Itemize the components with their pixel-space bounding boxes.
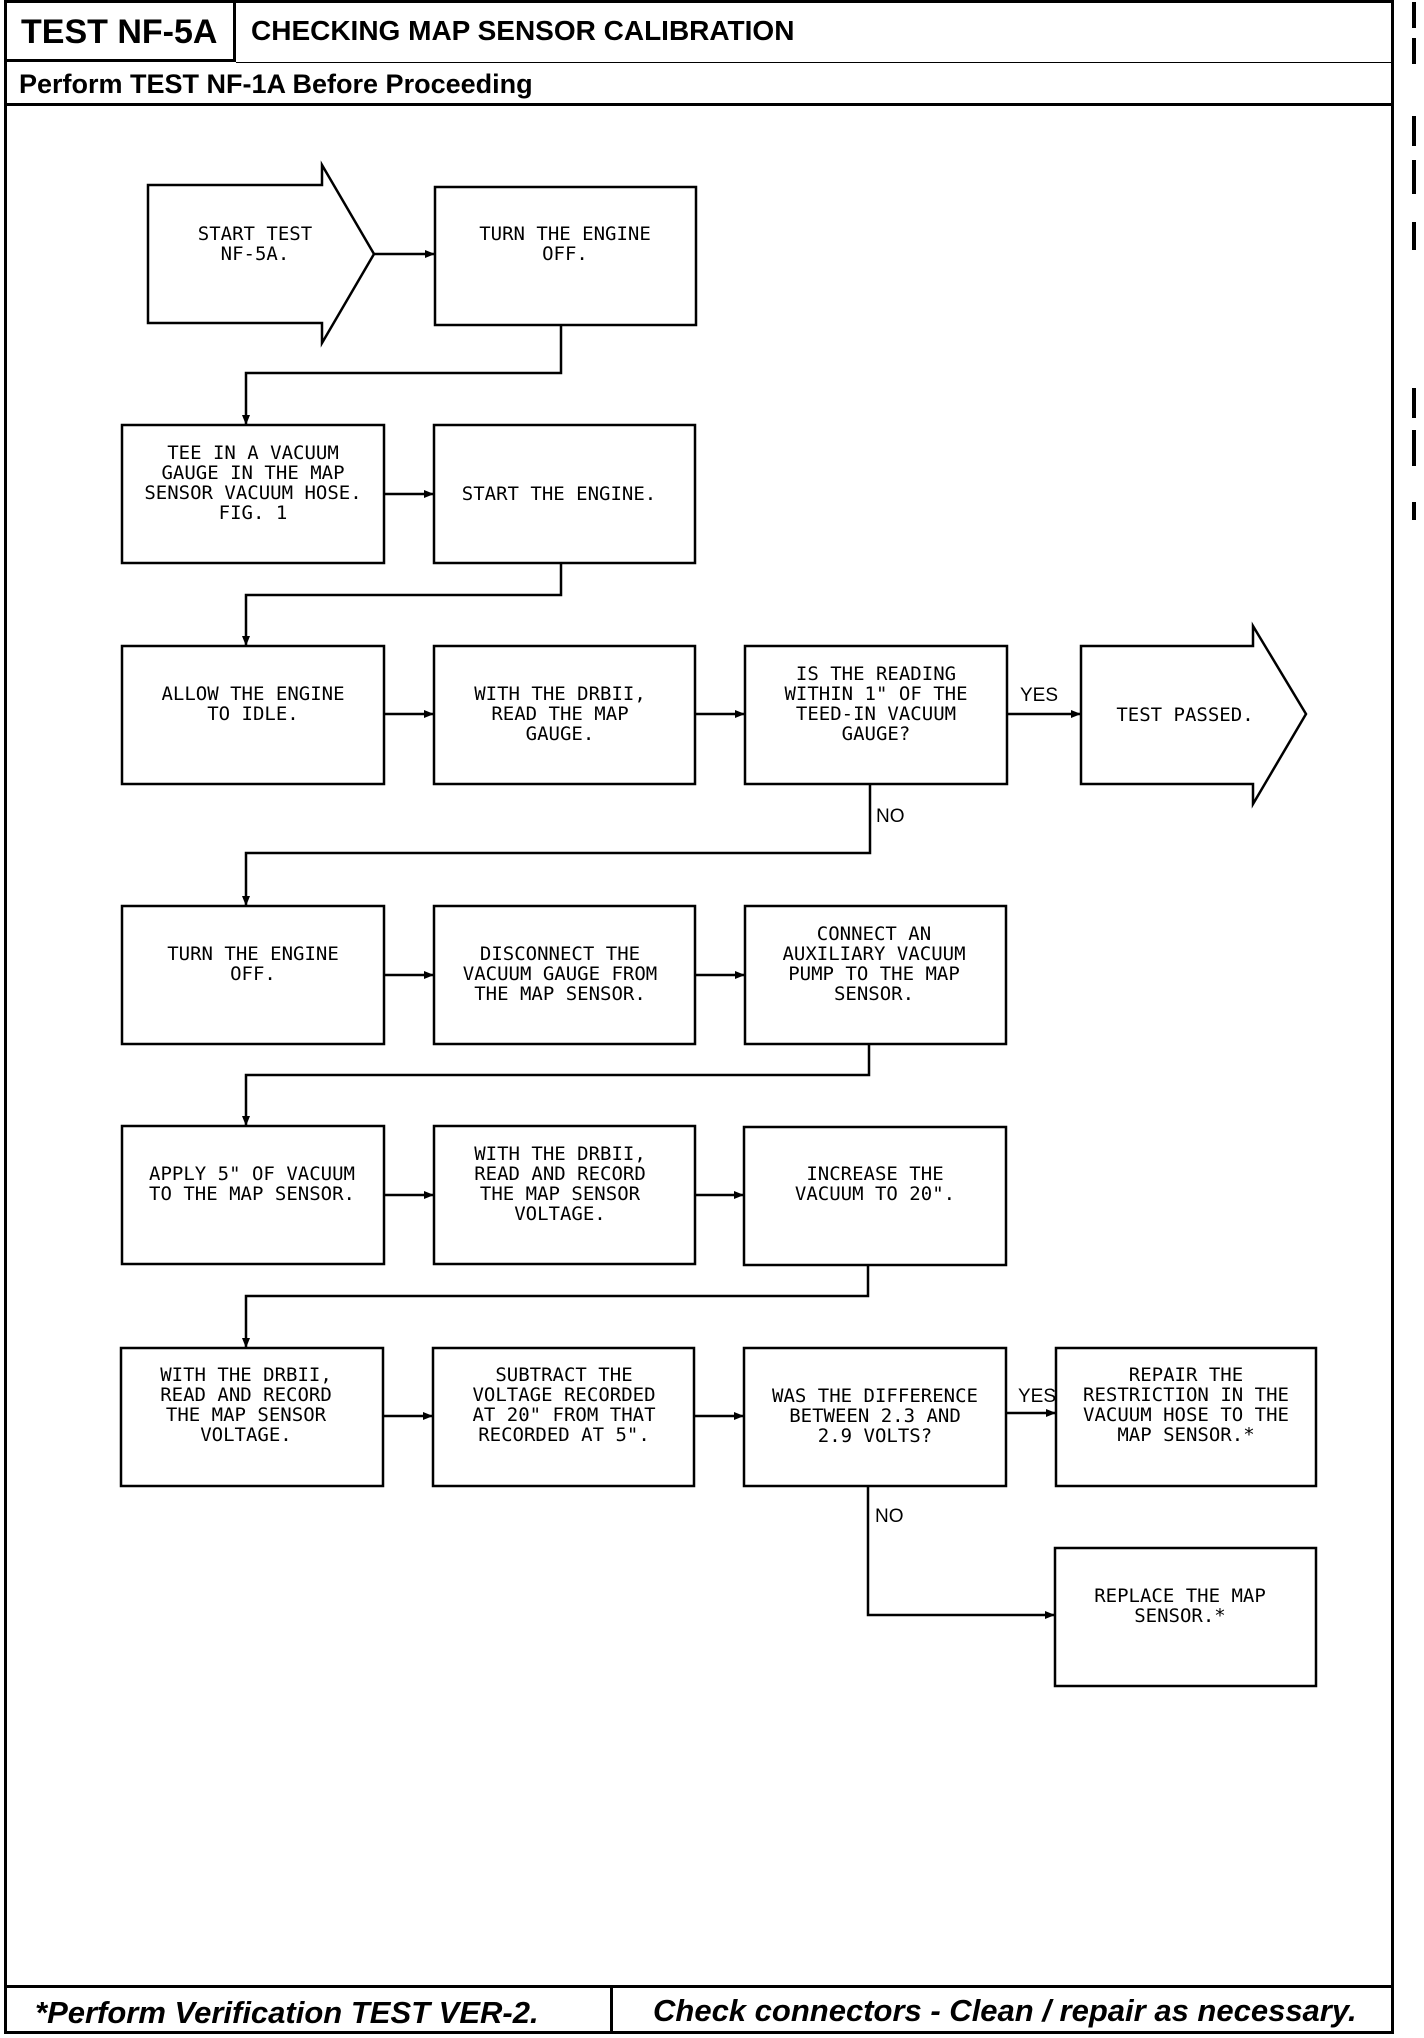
box-connect-pump bbox=[743, 904, 1008, 1046]
arrow-off-to-tee bbox=[242, 325, 563, 425]
arrow-decision-no bbox=[242, 784, 872, 906]
step-start-engine: START THE ENGINE. bbox=[462, 483, 656, 505]
prerequisite-note: Perform TEST NF-1A Before Proceeding bbox=[19, 69, 533, 99]
box-record-2 bbox=[119, 1346, 385, 1488]
arrow-diff-no bbox=[866, 1486, 1055, 1619]
box-record-1 bbox=[432, 1124, 697, 1266]
page-edge-marks bbox=[1408, 0, 1422, 560]
manual-page: TEST NF-5A CHECKING MAP SENSOR CALIBRATI… bbox=[4, 0, 1394, 2034]
test-passed-arrow-shape bbox=[1079, 621, 1308, 809]
label-yes-1: YES bbox=[1020, 685, 1058, 706]
box-replace-sensor bbox=[1053, 1546, 1318, 1688]
box-decision-diff bbox=[742, 1346, 1008, 1488]
page-title: CHECKING MAP SENSOR CALIBRATION bbox=[251, 15, 795, 46]
box-idle bbox=[120, 644, 386, 786]
box-subtract bbox=[431, 1346, 696, 1488]
box-tee-gauge bbox=[120, 423, 386, 565]
box-turn-off-2 bbox=[120, 904, 386, 1046]
label-yes-2: YES bbox=[1018, 1386, 1056, 1407]
box-repair-hose bbox=[1054, 1346, 1318, 1488]
header-divider bbox=[236, 62, 1391, 63]
footer-verification-note: *Perform Verification TEST VER-2. bbox=[35, 1995, 539, 2030]
label-no-1: NO bbox=[876, 806, 905, 827]
test-code: TEST NF-5A bbox=[7, 3, 236, 62]
box-apply-5 bbox=[120, 1124, 386, 1266]
step-test-passed: TEST PASSED. bbox=[1116, 704, 1253, 726]
arrow-pump-to-apply bbox=[242, 1044, 871, 1126]
header-bottom-rule bbox=[7, 103, 1391, 106]
box-turn-off-1 bbox=[433, 185, 698, 327]
box-increase-20 bbox=[742, 1125, 1008, 1267]
label-no-2: NO bbox=[875, 1506, 904, 1527]
box-read-map bbox=[432, 644, 697, 786]
footer-connectors-note: Check connectors - Clean / repair as nec… bbox=[653, 1993, 1357, 2028]
box-decision-reading bbox=[743, 644, 1009, 786]
footer-divider bbox=[7, 1985, 1391, 1988]
arrow-start-to-idle bbox=[242, 563, 563, 646]
box-start-engine bbox=[432, 423, 697, 565]
arrow-increase-to-record2 bbox=[242, 1265, 870, 1348]
footer-separator bbox=[610, 1985, 613, 2031]
start-arrow-shape bbox=[146, 160, 376, 348]
